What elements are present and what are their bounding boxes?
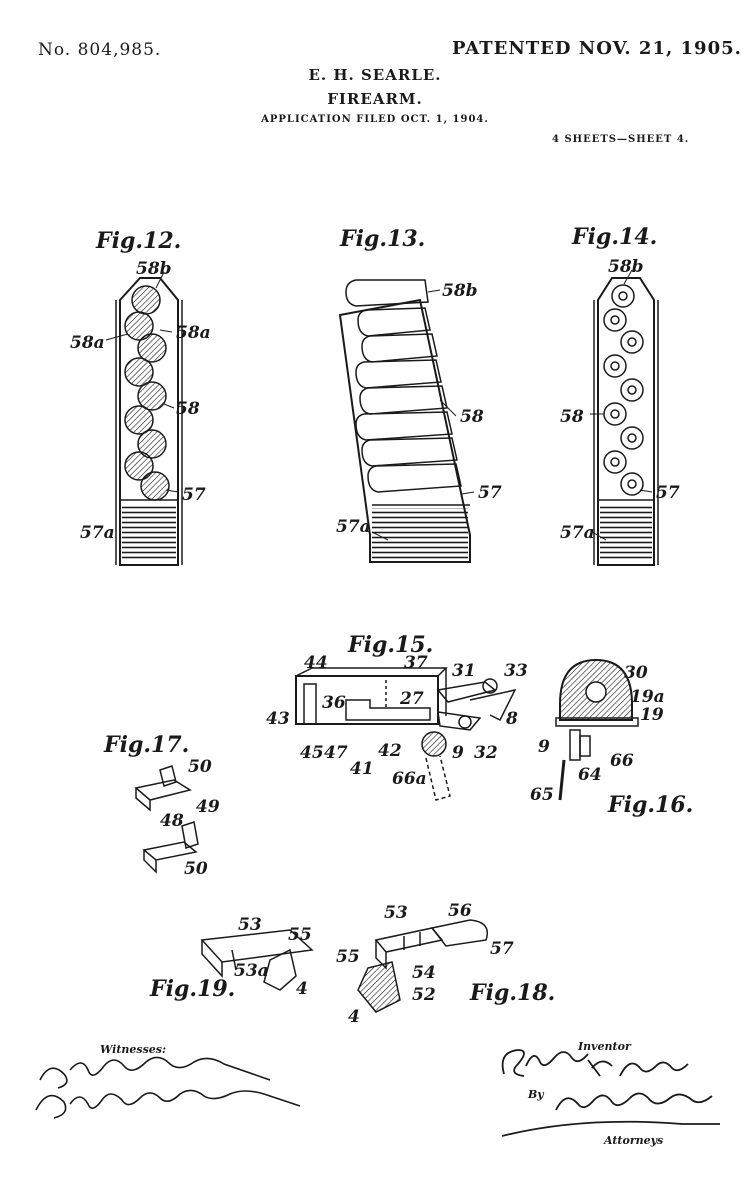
- fig-16-label: 9: [538, 737, 550, 757]
- fig-15-label: 66a: [392, 769, 427, 789]
- witness-signatures: [36, 1057, 300, 1118]
- fig-17-label: 50: [188, 757, 212, 777]
- fig-17-title: Fig.17.: [103, 732, 189, 758]
- fig-16-label: 64: [578, 765, 602, 785]
- fig-13-label: 57: [478, 483, 502, 503]
- fig-17-label: 50: [184, 859, 208, 879]
- fig-17-label: 49: [196, 797, 220, 817]
- fig-16-label: 65: [530, 785, 554, 805]
- fig-18-title: Fig.18.: [469, 980, 555, 1006]
- fig-15-label: 9: [452, 743, 464, 763]
- fig-19-label: 55: [288, 925, 312, 945]
- fig-12-label: 57: [182, 485, 206, 505]
- fig-12-label: 58: [176, 399, 200, 419]
- fig-17-label: 48: [160, 811, 184, 831]
- fig-15-label: 47: [324, 743, 348, 763]
- fig-15-label: 43: [266, 709, 290, 729]
- fig-14-label: 57: [656, 483, 680, 503]
- fig-19-label: 53a: [234, 961, 269, 981]
- fig-15-label: 42: [378, 741, 402, 761]
- by-label: By: [528, 1088, 544, 1101]
- fig-12-title: Fig.12.: [95, 228, 181, 254]
- fig-18-label: 52: [412, 985, 436, 1005]
- fig-16-label: 19a: [630, 687, 665, 707]
- fig-14-label: 58b: [608, 257, 644, 277]
- fig-19-title: Fig.19.: [149, 976, 235, 1002]
- fig-18-label: 55: [336, 947, 360, 967]
- fig-16-label: 19: [640, 705, 664, 725]
- fig-15-label: 44: [304, 653, 328, 673]
- fig-13-title: Fig.13.: [339, 226, 425, 252]
- fig-16-label: 66: [610, 751, 634, 771]
- fig-13-label: 58b: [442, 281, 478, 301]
- fig-19-label: 4: [296, 979, 308, 999]
- fig-15-label: 32: [474, 743, 498, 763]
- inventor-label: Inventor: [578, 1040, 631, 1053]
- fig-16-label: 30: [624, 663, 648, 683]
- fig-14-title: Fig.14.: [571, 224, 657, 250]
- fig-15-label: 36: [322, 693, 346, 713]
- fig-13-label: 58: [460, 407, 484, 427]
- fig-14-label: 57a: [560, 523, 595, 543]
- witnesses-label: Witnesses:: [100, 1043, 166, 1056]
- fig-18-label: 56: [448, 901, 472, 921]
- attorneys-label: Attorneys: [604, 1134, 663, 1147]
- fig-18-label: 53: [384, 903, 408, 923]
- fig-12-drawing: [116, 278, 182, 565]
- fig-12-label: 58a: [70, 333, 105, 353]
- fig-18-label: 54: [412, 963, 436, 983]
- fig-18-label: 4: [348, 1007, 360, 1027]
- fig-15-label: 41: [350, 759, 374, 779]
- fig-12-label: 58a: [176, 323, 211, 343]
- fig-19-label: 53: [238, 915, 262, 935]
- fig-15-label: 33: [504, 661, 528, 681]
- fig-12-label: 57a: [80, 523, 115, 543]
- fig-14-label: 58: [560, 407, 584, 427]
- fig-13-label: 57a: [336, 517, 371, 537]
- fig-15-label: 31: [452, 661, 476, 681]
- fig-15-label: 27: [399, 689, 424, 709]
- fig-15-label: 37: [404, 653, 428, 673]
- fig-12-label: 58b: [136, 259, 172, 279]
- fig-16-title: Fig.16.: [607, 792, 693, 818]
- fig-18-label: 57: [490, 939, 514, 959]
- fig-14-drawing: [594, 278, 658, 565]
- fig-15-label: 8: [505, 709, 518, 729]
- fig-15-label: 45: [300, 743, 324, 763]
